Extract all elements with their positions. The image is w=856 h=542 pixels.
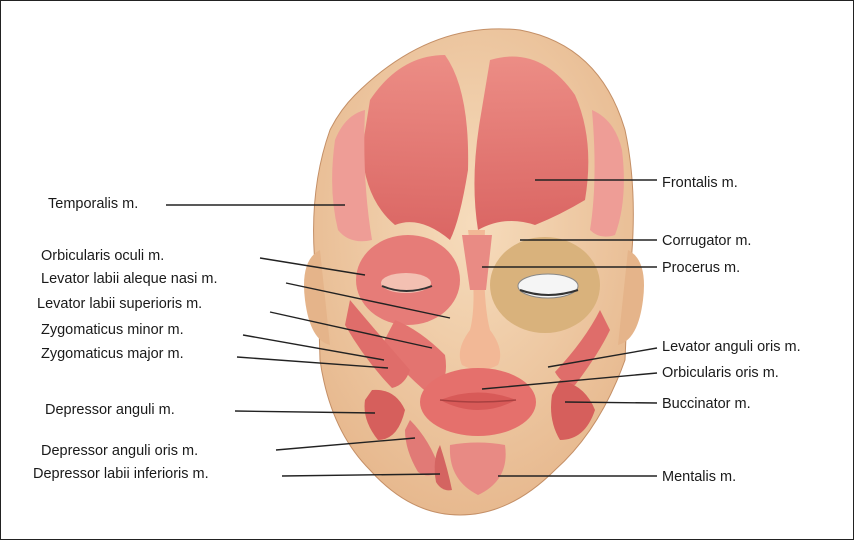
label-levator-anguli-oris: Levator anguli oris m. [662,339,801,355]
label-frontalis: Frontalis m. [662,175,738,191]
label-buccinator: Buccinator m. [662,396,751,412]
label-depressor-labii-inferioris: Depressor labii inferioris m. [33,466,209,482]
label-mentalis: Mentalis m. [662,469,736,485]
label-zygomaticus-minor: Zygomaticus minor m. [41,322,184,338]
label-corrugator: Corrugator m. [662,233,751,249]
label-procerus: Procerus m. [662,260,740,276]
label-levator-labii-aleque-nasi: Levator labii aleque nasi m. [41,271,218,287]
label-depressor-anguli-oris: Depressor anguli oris m. [41,443,198,459]
label-orbicularis-oris: Orbicularis oris m. [662,365,779,381]
label-depressor-anguli: Depressor anguli m. [45,402,175,418]
label-zygomaticus-major: Zygomaticus major m. [41,346,184,362]
label-temporalis: Temporalis m. [48,196,138,212]
label-levator-labii-superioris: Levator labii superioris m. [37,296,202,312]
label-orbicularis-oculi: Orbicularis oculi m. [41,248,164,264]
